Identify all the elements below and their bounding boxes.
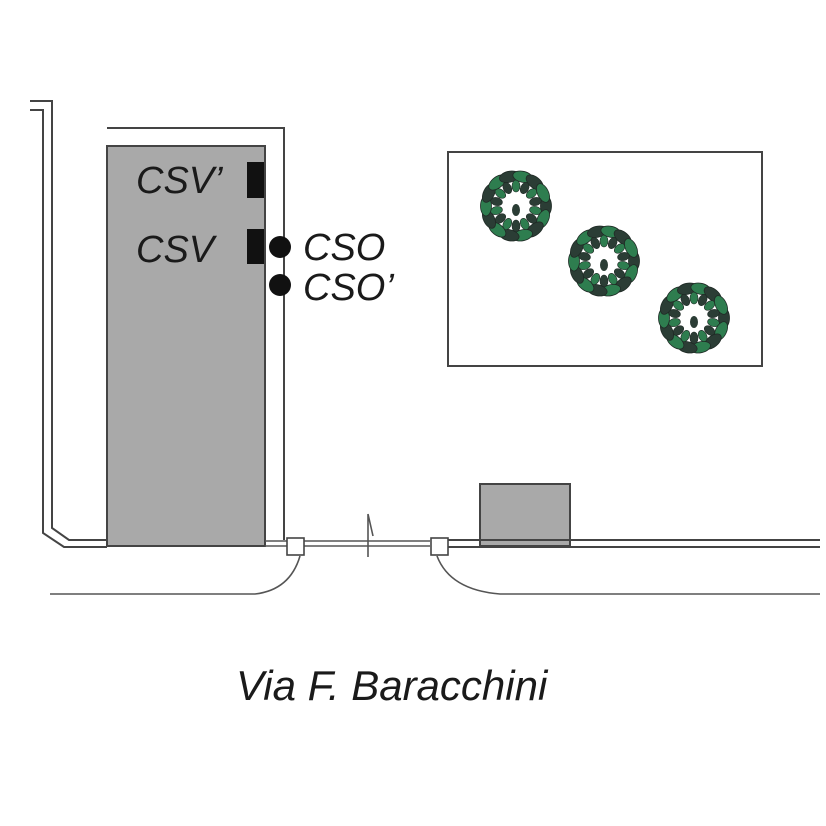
tree-icon	[480, 170, 552, 242]
label-cso-prime: CSO’	[303, 267, 394, 309]
sensor-csv	[247, 229, 264, 264]
tree-icon	[658, 282, 730, 354]
gate	[265, 537, 449, 556]
gate-post-left	[286, 537, 305, 556]
tree-icon	[568, 225, 640, 297]
sensor-cso	[269, 236, 291, 258]
street-label: Via F. Baracchini	[236, 662, 549, 709]
sensor-cso-prime	[269, 274, 291, 296]
label-cso: CSO	[303, 227, 385, 269]
label-csv-prime: CSV’	[136, 160, 223, 202]
building-outline	[107, 127, 285, 540]
sensor-csv-prime	[247, 162, 264, 198]
right-boundary-wall	[444, 539, 820, 548]
street-edge	[50, 555, 820, 595]
small-building	[479, 483, 571, 547]
label-csv: CSV	[136, 229, 218, 271]
left-boundary-wall	[30, 100, 107, 548]
north-arrow-icon	[367, 513, 374, 557]
main-building	[106, 145, 266, 547]
gate-post-right	[430, 537, 449, 556]
